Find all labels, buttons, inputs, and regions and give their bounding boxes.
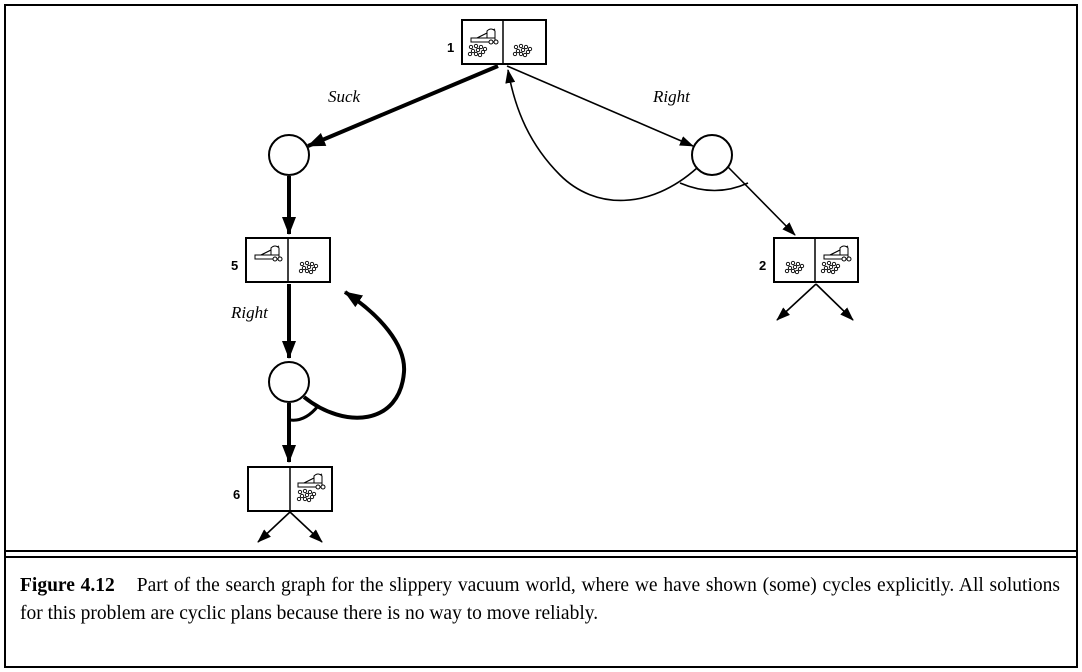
- edge-outcome: [257, 511, 291, 543]
- caption-rule: [4, 556, 1078, 558]
- action-label-right: Right: [652, 87, 691, 106]
- figure-label: Figure 4.12: [20, 575, 115, 596]
- state-number: 6: [233, 487, 240, 502]
- edge-outcome: [815, 283, 854, 321]
- edge-cycle: [302, 290, 407, 420]
- action-label-right: Right: [230, 303, 269, 322]
- state-number: 1: [447, 40, 454, 55]
- state-box-5: [245, 237, 331, 283]
- edge-suck: [307, 64, 499, 148]
- state-number: 2: [759, 258, 766, 273]
- and-arc: [679, 182, 749, 192]
- edge-outcome: [727, 166, 796, 236]
- state-box-1: [461, 19, 547, 65]
- caption-rule: [4, 550, 1078, 552]
- and-arc: [289, 405, 320, 422]
- action-label-suck: Suck: [328, 87, 361, 106]
- search-graph-diagram: 1 5 2 6: [230, 19, 859, 543]
- chance-node: [268, 361, 310, 403]
- figure-frame: [4, 4, 1078, 668]
- state-box-2: [773, 237, 859, 283]
- edge-outcome: [289, 511, 323, 543]
- state-number: 5: [231, 258, 238, 273]
- state-box-6: [247, 466, 333, 512]
- chance-node: [691, 134, 733, 176]
- caption-text: Part of the search graph for the slipper…: [20, 575, 1060, 624]
- edge-outcome: [776, 283, 817, 321]
- chance-node: [268, 134, 310, 176]
- edge-right: [506, 65, 694, 147]
- edge-cycle: [505, 69, 698, 202]
